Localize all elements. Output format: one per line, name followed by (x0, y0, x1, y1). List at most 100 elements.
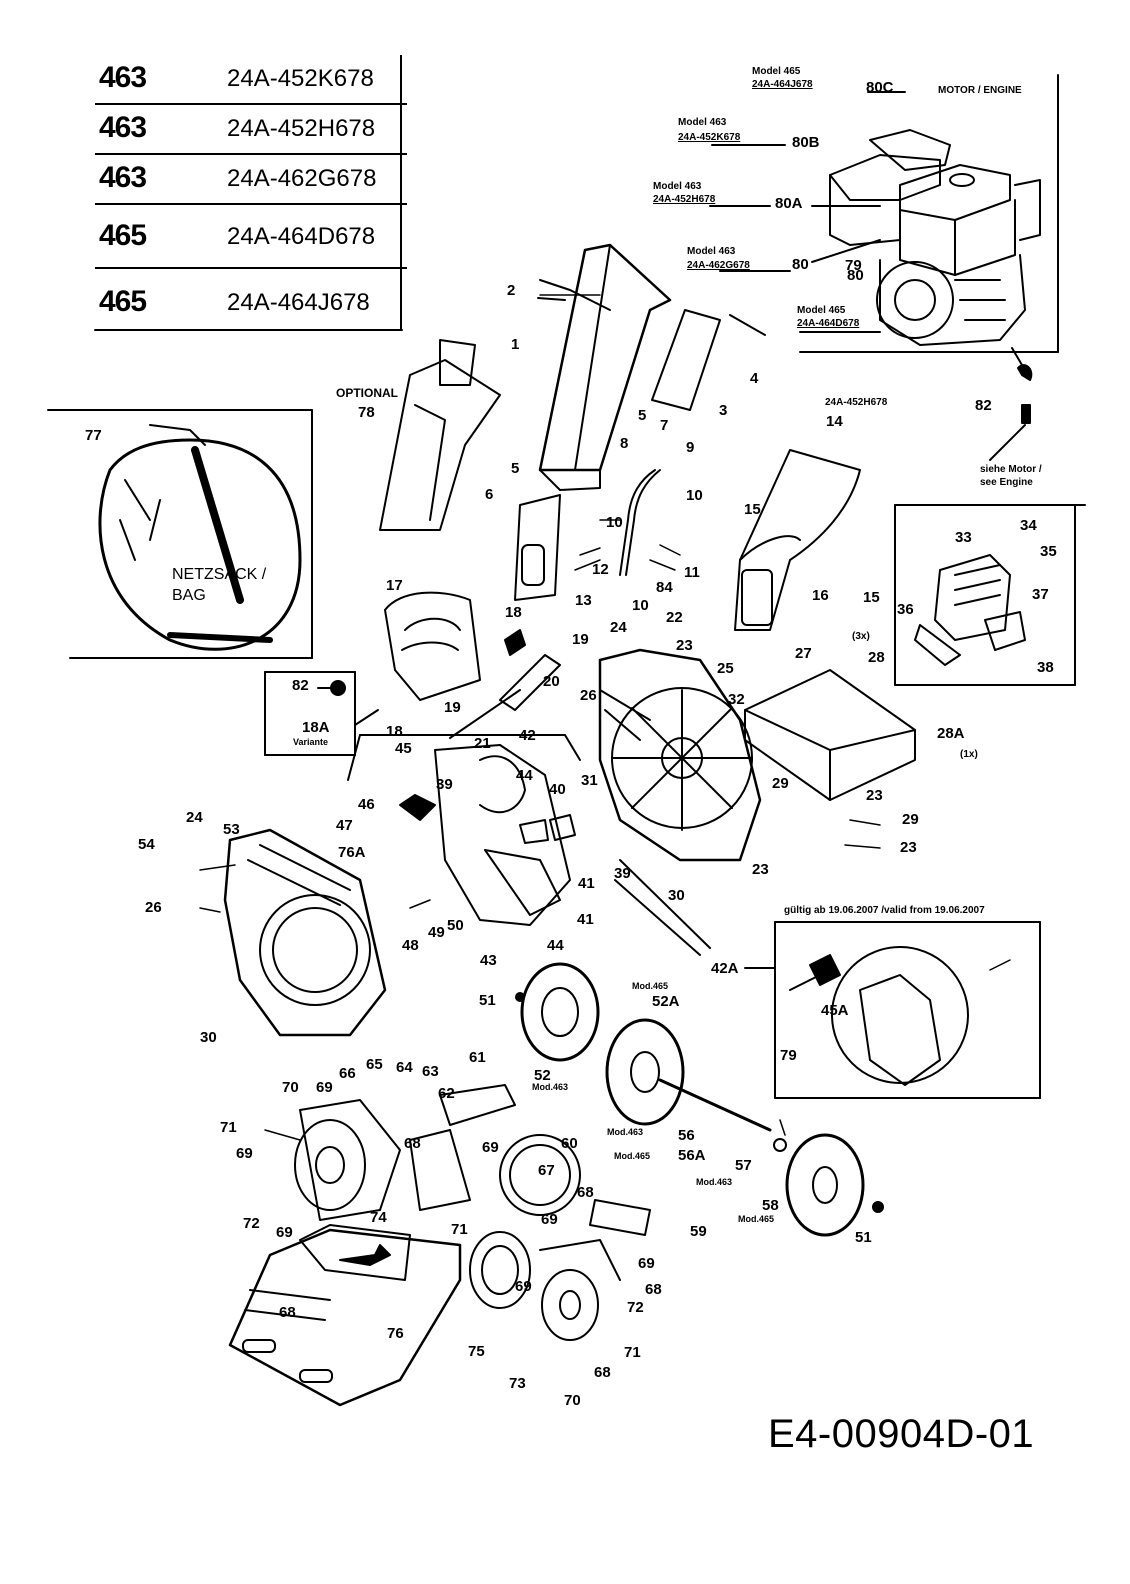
side-box (894, 504, 1086, 686)
model-code: 24A-452H678 (227, 115, 376, 142)
validity-box (774, 921, 1041, 1099)
grate-box (744, 669, 916, 801)
part-label: 6 (485, 486, 494, 503)
model-number: 465 (99, 219, 147, 252)
engine (829, 129, 1041, 461)
part-label: 18A (302, 719, 330, 736)
part-label: 68 (594, 1364, 611, 1381)
part-label: 30 (668, 887, 685, 904)
part-label: 7 (660, 417, 669, 434)
housing-17 (384, 591, 481, 701)
part-label: 2 (507, 282, 516, 299)
engine-variant-code: 24A-464J678 (752, 79, 813, 90)
part-label: 3 (719, 402, 728, 419)
optional-label: OPTIONAL (336, 386, 398, 400)
part-label: 49 (428, 924, 445, 941)
part-label: 46 (358, 796, 375, 813)
part-label: 61 (469, 1049, 486, 1066)
part-label: 13 (575, 592, 592, 609)
part-label: 69 (515, 1278, 532, 1295)
part-label: 39 (436, 776, 453, 793)
lower-chassis (294, 1084, 651, 1341)
side-chute (734, 449, 861, 631)
model-number: 463 (99, 61, 147, 94)
part-label: 71 (220, 1119, 237, 1136)
part-label: 17 (386, 577, 403, 594)
table-divider (400, 55, 402, 330)
part-label: 47 (336, 817, 353, 834)
part-label: 68 (577, 1184, 594, 1201)
part-label: 74 (370, 1209, 387, 1226)
part-label: 39 (614, 865, 631, 882)
part-label: 48 (402, 937, 419, 954)
part-label: 56A (678, 1147, 706, 1164)
part-label: 40 (549, 781, 566, 798)
bag-label: NETZSACK / BAG (172, 566, 267, 604)
model-row: 465 24A-464J678 (95, 269, 407, 331)
main-hopper (514, 243, 672, 601)
part-label: 69 (236, 1145, 253, 1162)
part-label: 63 (422, 1063, 439, 1080)
part-label: 32 (728, 691, 745, 708)
part-label: 20 (543, 673, 560, 690)
part-label: 79 (780, 1047, 797, 1064)
hopper-variant-code: 24A-452H678 (825, 397, 888, 408)
part-label: 62 (438, 1085, 455, 1102)
engine-variant-model: Model 463 (653, 181, 702, 192)
part-label: 31 (581, 772, 598, 789)
knife-assembly (449, 629, 561, 739)
mod-note: Mod.465 (614, 1151, 651, 1161)
engine-bracket (709, 74, 1059, 353)
mod-note: Mod.463 (607, 1127, 644, 1137)
part-label: 69 (638, 1255, 655, 1272)
engine-variant-model: Model 465 (752, 66, 801, 77)
part-label: 9 (686, 439, 695, 456)
engine-variant-code: 24A-452K678 (678, 132, 741, 143)
part-label: 37 (1032, 586, 1049, 603)
part-label: 71 (624, 1344, 641, 1361)
part-label: 69 (482, 1139, 499, 1156)
part-label: 14 (826, 413, 843, 430)
part-label: 58 (762, 1197, 779, 1214)
optional-chute (379, 339, 501, 531)
base-frame (228, 1224, 462, 1407)
quantity-3x: (3x) (852, 631, 870, 642)
part-label: 79 (845, 257, 862, 274)
fasteners (199, 294, 1011, 1141)
part-label: 76A (338, 844, 366, 861)
part-label: 5 (511, 460, 520, 477)
part-label: 18 (386, 723, 403, 740)
part-label: 71 (451, 1221, 468, 1238)
part-label: 12 (592, 561, 609, 578)
part-label: 42 (519, 727, 536, 744)
part-label: 53 (223, 821, 240, 838)
model-number: 465 (99, 285, 147, 318)
part-label: 70 (282, 1079, 299, 1096)
part-label: 4 (750, 370, 759, 387)
part-label: 51 (479, 992, 496, 1009)
part-label: 41 (578, 875, 595, 892)
part-label: 73 (509, 1375, 526, 1392)
engine-variant-model: Model 465 (797, 305, 846, 316)
rotor-housing (598, 648, 762, 862)
engine-variant-code: 24A-452H678 (653, 194, 716, 205)
model-code: 24A-464D678 (227, 223, 376, 250)
part-label: 64 (396, 1059, 413, 1076)
part-label: 54 (138, 836, 155, 853)
model-code: 24A-452K678 (227, 65, 374, 92)
part-label: 18 (505, 604, 522, 621)
part-label: 23 (676, 637, 693, 654)
mod-note: Mod.463 (532, 1082, 569, 1092)
part-label: 82 (292, 677, 309, 694)
part-label: 28A (937, 725, 965, 742)
part-label: 44 (516, 767, 533, 784)
part-label: 82 (975, 397, 992, 414)
front-cover (223, 828, 387, 1037)
part-label: 23 (752, 861, 769, 878)
document-id: E4-00904D-01 (768, 1412, 1035, 1456)
part-label: 22 (666, 609, 683, 626)
part-label: 76 (387, 1325, 404, 1342)
model-row: 463 24A-462G678 (95, 155, 407, 205)
part-label: 36 (897, 601, 914, 618)
